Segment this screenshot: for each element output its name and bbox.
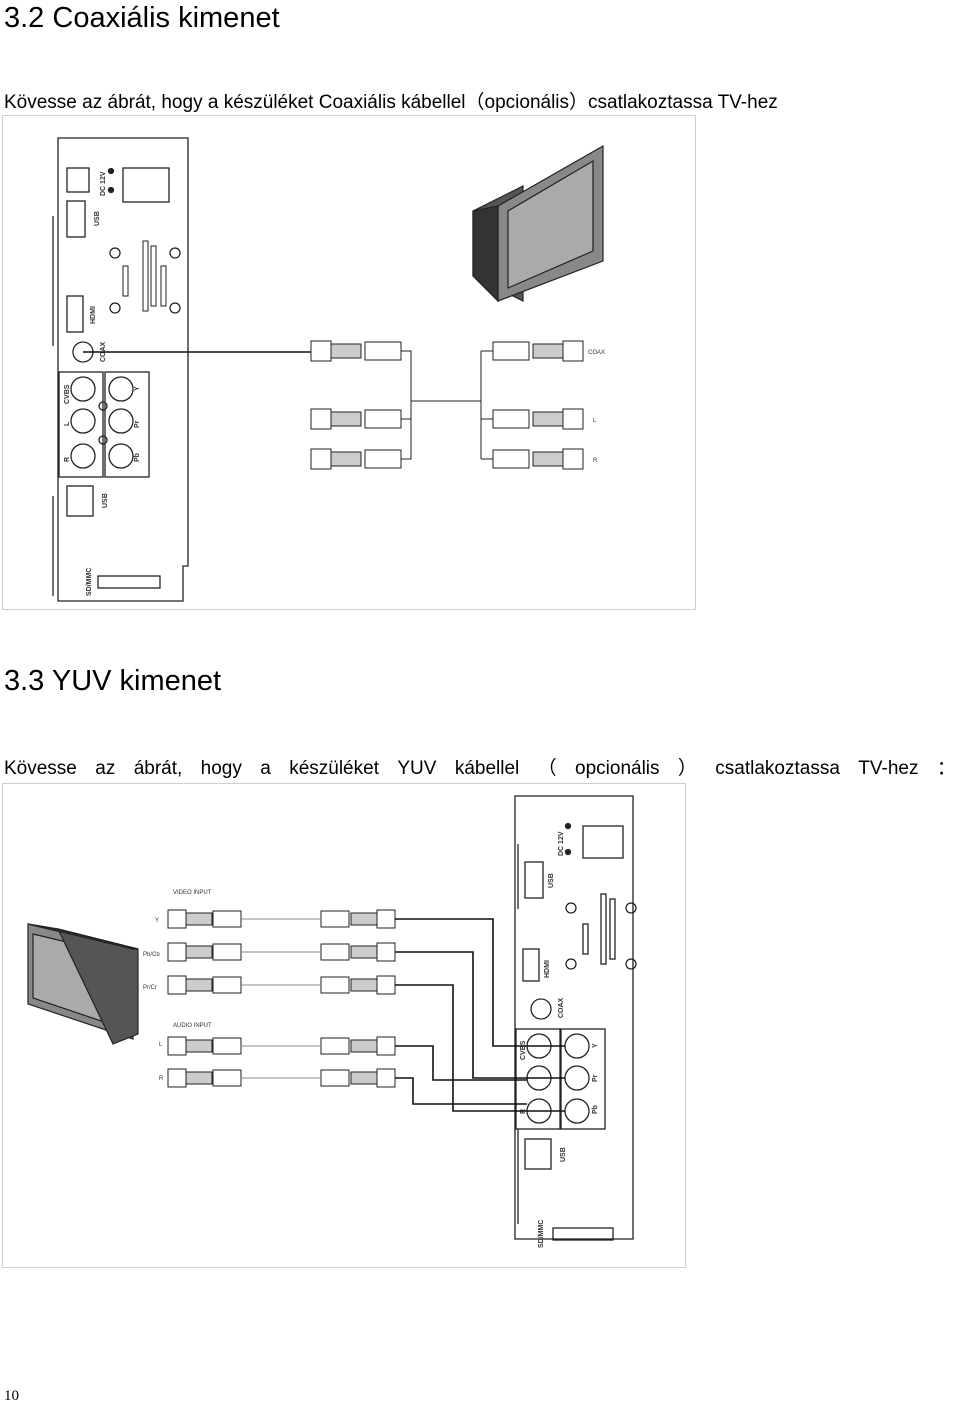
word: TV-hez [858, 758, 919, 779]
section-text-coaxial: Kövesse az ábrát, hogy a készüléket Coax… [4, 92, 778, 113]
video-input-label: VIDEO INPUT [173, 890, 212, 896]
word: ： [936, 758, 956, 779]
usb2-label: USB [102, 493, 109, 508]
word: Kövesse [4, 758, 77, 779]
usb-label: USB [548, 873, 555, 888]
usb-label: USB [94, 211, 101, 226]
coaxial-connection-diagram: DC 12V USB HDMI COAX CVBS L R Y Pr Pb US… [2, 115, 696, 610]
l-label: L [64, 421, 71, 426]
word: az [95, 758, 116, 779]
pr-label: Pr [592, 1074, 599, 1082]
audio-input-label: AUDIO INPUT [173, 1023, 212, 1029]
device-rear-panel [52, 137, 189, 602]
word: csatlakoztassa [715, 758, 840, 779]
dc-label: DC 12V [100, 171, 107, 196]
y-label: Y [592, 1043, 599, 1048]
word: opcionális [575, 758, 660, 779]
word: （ [537, 758, 557, 779]
word: YUV [397, 758, 437, 779]
tv-pb-label: Pb/Cb [143, 952, 160, 958]
hdmi-label: HDMI [544, 960, 551, 978]
sd-label: SD/MMC [538, 1220, 545, 1248]
tv-coax-label: COAX [588, 350, 605, 356]
cvbs-label: CVBS [64, 384, 71, 404]
device-rear-panel [514, 795, 637, 1241]
sd-label: SD/MMC [86, 568, 93, 596]
tv-l-label: L [593, 418, 597, 424]
yuv-cables [395, 918, 565, 1112]
rca-cable-set [310, 340, 584, 470]
pb-label: Pb [592, 1105, 599, 1114]
word: készüléket [289, 758, 379, 779]
tv-icon [27, 923, 139, 1045]
pr-label: Pr [134, 420, 141, 428]
y-label: Y [134, 386, 141, 391]
yuv-connection-diagram: VIDEO INPUT Y Pb/Cb Pr/Cr AUDIO INPUT L … [2, 783, 686, 1268]
hdmi-label: HDMI [90, 306, 97, 324]
section-title-yuv: 3.3 YUV kimenet [4, 665, 222, 697]
tv-pr-label: Pr/Cr [143, 985, 157, 991]
word: ） [677, 758, 697, 779]
tv-y-label: Y [155, 918, 159, 924]
word: ábrát, [133, 758, 183, 779]
coax-label: COAX [558, 997, 565, 1018]
section-title-coaxial: 3.2 Coaxiális kimenet [4, 2, 280, 34]
tv-r-label: R [159, 1076, 164, 1082]
page-number: 10 [4, 1388, 19, 1404]
word: a [260, 758, 271, 779]
dc-label: DC 12V [558, 831, 565, 856]
pb-label: Pb [134, 453, 141, 462]
rca-cable-set [167, 909, 396, 1088]
cvbs-label: CVBS [520, 1040, 527, 1060]
word: hogy [200, 758, 242, 779]
tv-icon [472, 144, 604, 303]
section-text-yuv: Kövesse az ábrát, hogy a készüléket YUV … [4, 758, 956, 780]
r-label: R [64, 457, 71, 462]
word: kábellel [454, 758, 520, 779]
usb2-label: USB [560, 1147, 567, 1162]
tv-l-label: L [159, 1042, 163, 1048]
tv-r-label: R [593, 458, 598, 464]
